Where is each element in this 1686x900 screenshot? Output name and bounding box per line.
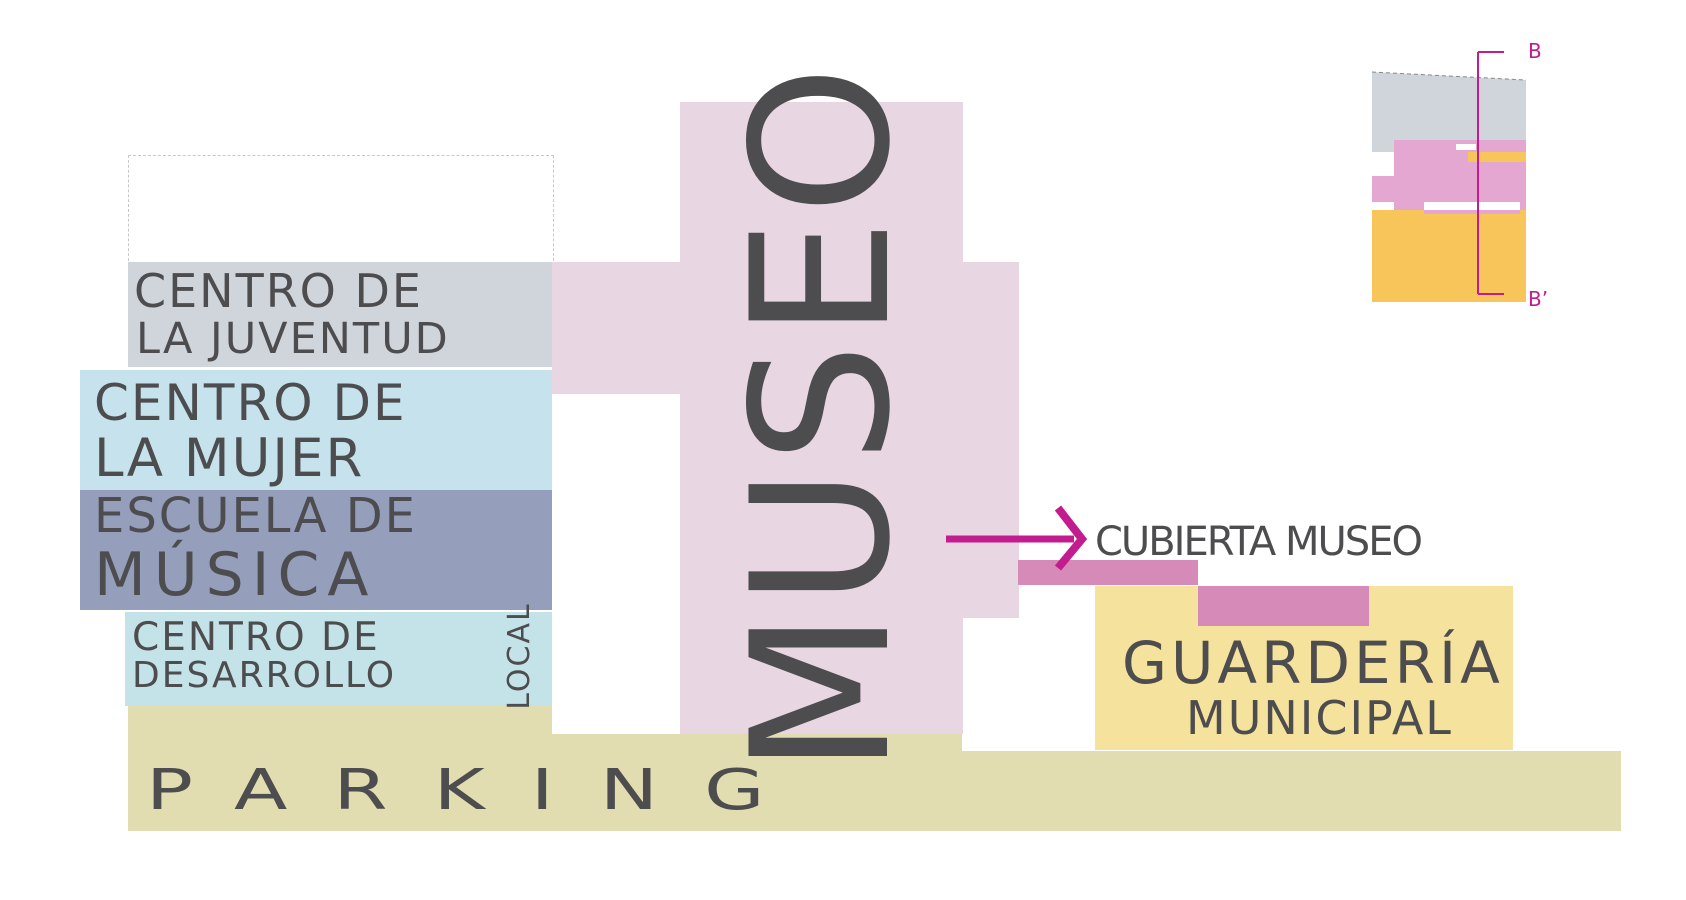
label-centro-mujer-1: CENTRO DE: [94, 374, 407, 432]
escuela-musica-block: [80, 490, 552, 610]
museo-wing-right: [962, 262, 1019, 618]
label-guarderia-municipal: MUNICIPAL: [1186, 691, 1453, 745]
label-museo: MUSEO: [711, 61, 932, 775]
parking-block: [128, 751, 1621, 831]
cubierta-block: [1198, 586, 1369, 626]
label-guarderia: GUARDERÍA: [1122, 629, 1504, 697]
key-plan: B B’: [1371, 39, 1548, 311]
label-centro-mujer-2: LA MUJER: [94, 428, 365, 489]
parking-left-block: [128, 706, 552, 751]
centro-desarrollo-block: [125, 612, 552, 706]
museo-wing-left: [552, 262, 682, 394]
key-plan-void: [1424, 202, 1520, 210]
label-parking: PARKING: [146, 757, 811, 823]
label-centro-juventud-1: CENTRO DE: [134, 264, 423, 318]
museo-block: [680, 102, 963, 734]
cubierta-strip: [1018, 560, 1198, 585]
label-escuela-musica-1: ESCUELA DE: [94, 488, 417, 544]
centro-mujer-block: [80, 370, 552, 490]
label-escuela-musica-2: MÚSICA: [94, 540, 377, 610]
dashed-outline: [128, 155, 554, 261]
key-plan-void-top: [1456, 144, 1476, 150]
centro-juventud-block: [128, 262, 552, 367]
parking-mid-block: [552, 734, 962, 751]
key-plan-guarderia-zone: [1372, 210, 1526, 302]
key-plan-cubierta-zone: [1468, 152, 1526, 162]
section-label-b-prime: B’: [1528, 287, 1548, 311]
label-centro-desarrollo-3: LOCAL: [502, 602, 537, 710]
label-cubierta-museo: CUBIERTA MUSEO: [1095, 519, 1423, 565]
key-plan-juventud-zone: [1372, 72, 1526, 152]
label-centro-desarrollo-2: DESARROLLO: [132, 655, 397, 696]
label-centro-desarrollo-1: CENTRO DE: [132, 615, 380, 660]
section-label-b: B: [1528, 39, 1542, 63]
label-centro-juventud-2: LA JUVENTUD: [136, 314, 450, 364]
arrow-icon: [946, 505, 1088, 571]
